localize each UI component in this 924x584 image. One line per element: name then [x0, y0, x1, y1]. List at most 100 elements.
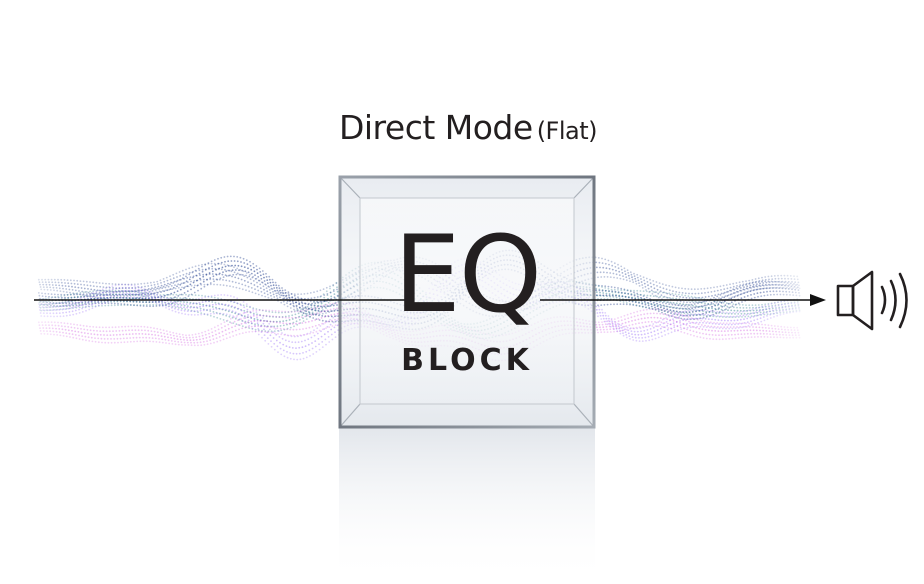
wave-dot	[336, 288, 338, 291]
wave-dot	[307, 307, 310, 310]
wave-dot	[125, 333, 128, 336]
wave-dot	[725, 308, 727, 310]
wave-dot	[229, 300, 232, 303]
wave-dot	[606, 295, 608, 298]
wave-dot	[686, 314, 688, 317]
wave-dot	[321, 307, 324, 309]
wave-dot	[702, 300, 704, 303]
wave-dot	[336, 286, 338, 289]
wave-dot	[105, 282, 107, 285]
wave-dot	[275, 339, 278, 342]
wave-dot	[233, 260, 236, 262]
wave-dot	[234, 311, 237, 314]
wave-dot	[190, 293, 193, 296]
wave-dot	[623, 288, 626, 291]
wave-dot	[717, 308, 720, 311]
wave-dot	[307, 338, 310, 341]
wave-dot	[149, 305, 151, 308]
wave-dot	[126, 292, 128, 295]
wave-dot	[142, 304, 145, 306]
wave-dot	[139, 340, 142, 343]
wave-dot	[327, 310, 329, 313]
wave-dot	[154, 300, 157, 303]
wave-dot	[144, 295, 146, 297]
wave-dot	[652, 290, 655, 293]
wave-dot	[649, 278, 651, 281]
wave-dot	[601, 285, 603, 287]
wave-dot	[213, 280, 215, 283]
wave-dot	[734, 303, 737, 306]
wave-dot	[219, 312, 222, 315]
wave-dot	[155, 291, 158, 294]
wave-dot	[185, 275, 187, 278]
wave-dot	[93, 288, 96, 291]
wave-dot	[194, 294, 197, 297]
wave-dot	[150, 284, 153, 287]
wave-dot	[204, 296, 207, 299]
wave-dot	[697, 302, 699, 305]
wave-dot	[732, 306, 735, 309]
wave-dot	[120, 303, 123, 305]
wave-dot	[633, 275, 636, 278]
wave-dot	[319, 300, 322, 303]
wave-dot	[726, 295, 729, 297]
wave-dot	[195, 302, 198, 305]
wave-dot	[733, 288, 736, 291]
wave-dot	[140, 291, 143, 294]
wave-dot	[334, 315, 336, 318]
wave-dot	[169, 278, 172, 281]
wave-dot	[117, 290, 120, 293]
wave-dot	[638, 340, 641, 342]
wave-dot	[80, 300, 82, 303]
wave-dot	[145, 301, 148, 304]
wave-dot	[311, 302, 313, 305]
wave-dot	[183, 301, 185, 303]
wave-dot	[718, 327, 721, 330]
wave-dot	[189, 276, 192, 278]
wave-dot	[246, 308, 249, 311]
wave-dot	[629, 271, 632, 274]
wave-dot	[281, 337, 284, 340]
wave-dot	[279, 296, 281, 299]
wave-dot	[129, 294, 132, 297]
wave-dot	[256, 281, 258, 284]
wave-dot	[135, 333, 137, 335]
wave-dot	[202, 308, 205, 311]
wave-dot	[318, 343, 320, 346]
wave-dot	[723, 291, 726, 294]
wave-dot	[713, 310, 715, 313]
wave-dot	[156, 291, 159, 294]
wave-dot	[137, 329, 140, 332]
wave-dot	[188, 336, 191, 339]
wave-dot	[275, 284, 278, 287]
wave-dot	[89, 294, 92, 297]
wave-dot	[264, 339, 267, 342]
wave-dot	[700, 292, 703, 295]
wave-dot	[155, 305, 158, 307]
wave-dot	[206, 309, 208, 311]
wave-dot	[630, 273, 633, 276]
wave-dot	[175, 280, 178, 283]
wave-dot	[108, 330, 111, 333]
wave-dot	[332, 284, 335, 286]
wave-dot	[698, 301, 701, 304]
wave-dot	[89, 329, 92, 332]
wave-dot	[125, 297, 128, 299]
wave-dot	[617, 291, 620, 294]
wave-dot	[129, 300, 132, 303]
wave-dot	[186, 277, 189, 279]
wave-dot	[700, 301, 703, 304]
wave-dot	[112, 296, 115, 299]
wave-dot	[745, 280, 747, 282]
wave-dot	[615, 269, 617, 272]
wave-dot	[702, 305, 705, 307]
wave-dot	[648, 339, 651, 342]
wave-dot	[252, 275, 255, 278]
wave-dot	[195, 270, 198, 272]
wave-dot	[78, 312, 81, 314]
wave-dot	[321, 312, 324, 315]
wave-dot	[742, 288, 745, 291]
wave-dot	[677, 304, 680, 307]
wave-dot	[79, 280, 82, 282]
wave-dot	[673, 316, 676, 318]
